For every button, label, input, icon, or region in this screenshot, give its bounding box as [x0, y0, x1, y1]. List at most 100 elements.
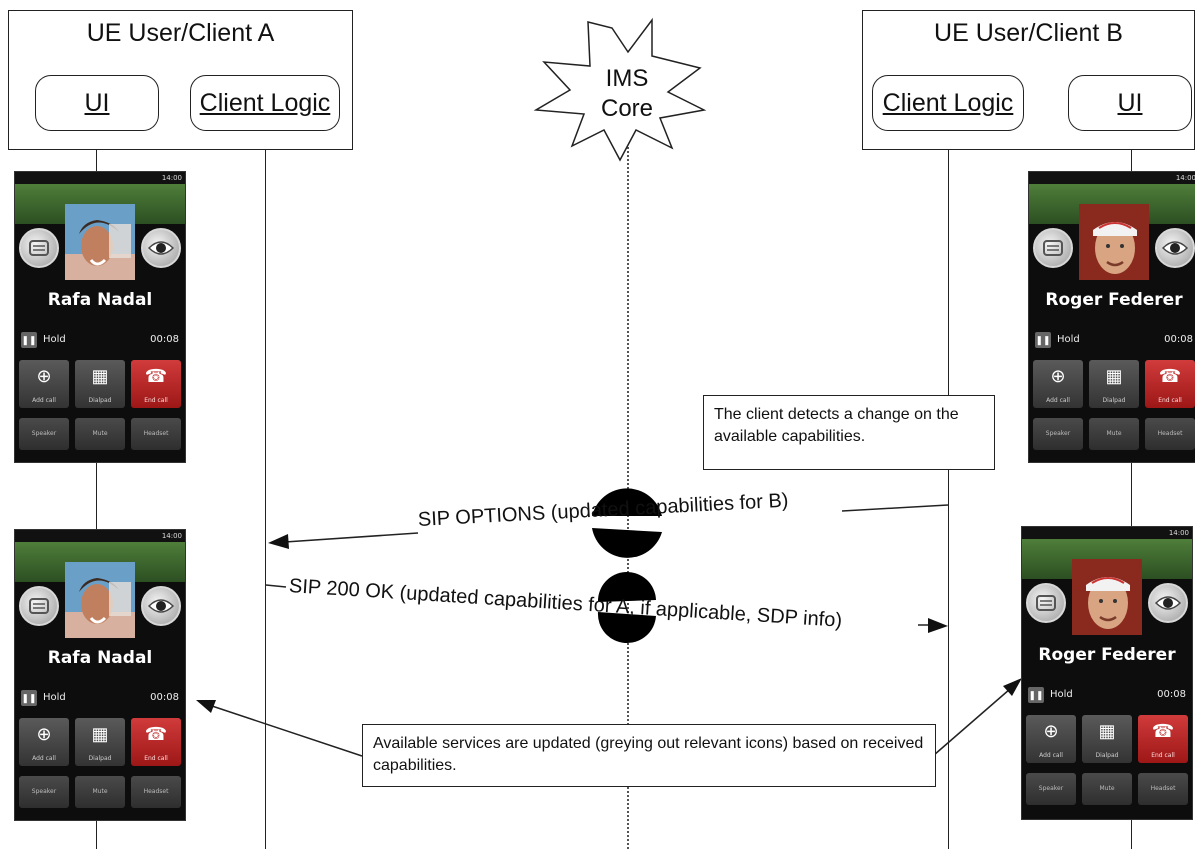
mute-button[interactable]: Mute — [75, 418, 125, 450]
end-call-button[interactable]: ☎ End call — [1145, 360, 1195, 408]
lifeline-logic-a — [265, 130, 266, 849]
ims-core-line1: IMS — [605, 65, 649, 92]
pause-icon[interactable]: ❚❚ — [21, 332, 37, 348]
plus-icon: ⊕ — [36, 366, 52, 386]
dialpad-label: Dialpad — [1095, 752, 1119, 759]
hold-row: ❚❚ Hold 00:08 — [15, 688, 185, 710]
video-icon[interactable] — [19, 586, 59, 626]
plus-icon: ⊕ — [36, 724, 52, 744]
contact-photo — [65, 204, 135, 280]
video-icon[interactable] — [1033, 228, 1073, 268]
headset-button[interactable]: Headset — [131, 418, 181, 450]
dialpad-button[interactable]: ▦ Dialpad — [1089, 360, 1139, 408]
call-timer: 00:08 — [150, 334, 179, 345]
pause-icon[interactable]: ❚❚ — [21, 690, 37, 706]
hangup-icon: ☎ — [1158, 366, 1182, 386]
lifeline-ui-b — [1131, 130, 1132, 849]
add-call-button[interactable]: ⊕ Add call — [19, 360, 69, 408]
add-call-button[interactable]: ⊕ Add call — [1033, 360, 1083, 408]
client-b-ui: UI — [1068, 75, 1192, 131]
speaker-button[interactable]: Speaker — [19, 776, 69, 808]
add-call-label: Add call — [1039, 752, 1063, 759]
pause-icon[interactable]: ❚❚ — [1035, 332, 1051, 348]
status-bar: 14:00 — [15, 172, 185, 184]
mute-button[interactable]: Mute — [1082, 773, 1132, 805]
eye-icon[interactable] — [1155, 228, 1195, 268]
contact-name: Rafa Nadal — [47, 648, 153, 668]
call-timer: 00:08 — [1164, 334, 1193, 345]
end-call-label: End call — [1151, 752, 1175, 759]
dialpad-icon: ▦ — [1098, 721, 1116, 741]
headset-button[interactable]: Headset — [131, 776, 181, 808]
pause-icon[interactable]: ❚❚ — [1028, 687, 1044, 703]
mute-button[interactable]: Mute — [1089, 418, 1139, 450]
hold-row: ❚❚ Hold 00:08 — [15, 330, 185, 352]
contact-name: Rafa Nadal — [47, 290, 153, 310]
dialpad-label: Dialpad — [88, 397, 112, 404]
msg-options-label: SIP OPTIONS (updated capabilities for B) — [417, 489, 789, 531]
dialpad-icon: ▦ — [91, 366, 109, 386]
client-b-title: UE User/Client B — [934, 19, 1123, 47]
phone-b-top: 14:00 Roger Federer ❚❚ Hold 00:08 ⊕ Add … — [1029, 172, 1195, 462]
contact-photo — [65, 562, 135, 638]
speaker-button[interactable]: Speaker — [1026, 773, 1076, 805]
end-call-label: End call — [144, 755, 168, 762]
dialpad-label: Dialpad — [1102, 397, 1126, 404]
add-call-label: Add call — [1046, 397, 1070, 404]
mute-button[interactable]: Mute — [75, 776, 125, 808]
ims-core-label: IMS Core — [582, 64, 672, 124]
contact-name: Roger Federer — [1045, 290, 1183, 310]
add-call-button[interactable]: ⊕ Add call — [19, 718, 69, 766]
hold-label: Hold — [43, 334, 66, 345]
ims-core-line2: Core — [600, 95, 654, 122]
speaker-button[interactable]: Speaker — [1033, 418, 1083, 450]
contact-photo — [1072, 559, 1142, 635]
status-bar: 14:00 — [15, 530, 185, 542]
hold-label: Hold — [1050, 689, 1073, 700]
msg-ok-label: SIP 200 OK (updated capabilities for A, … — [288, 575, 843, 632]
lifeline-logic-b — [948, 130, 949, 849]
dialpad-button[interactable]: ▦ Dialpad — [75, 360, 125, 408]
eye-icon[interactable] — [141, 228, 181, 268]
plus-icon: ⊕ — [1043, 721, 1059, 741]
video-icon[interactable] — [19, 228, 59, 268]
add-call-label: Add call — [32, 755, 56, 762]
contact-photo — [1079, 204, 1149, 280]
dialpad-icon: ▦ — [91, 724, 109, 744]
add-call-button[interactable]: ⊕ Add call — [1026, 715, 1076, 763]
phone-a-top: 14:00 Rafa Nadal ❚❚ Hold 00:08 ⊕ Add cal… — [15, 172, 185, 462]
phone-a-bottom: 14:00 Rafa Nadal ❚❚ Hold 00:08 ⊕ Add cal… — [15, 530, 185, 820]
client-a-title: UE User/Client A — [86, 19, 275, 47]
hangup-icon: ☎ — [1151, 721, 1175, 741]
status-bar: 14:00 — [1029, 172, 1195, 184]
client-a-ui: UI — [35, 75, 159, 131]
hold-row: ❚❚ Hold 00:08 — [1029, 330, 1195, 352]
plus-icon: ⊕ — [1050, 366, 1066, 386]
dialpad-button[interactable]: ▦ Dialpad — [1082, 715, 1132, 763]
hangup-icon: ☎ — [144, 366, 168, 386]
dialpad-button[interactable]: ▦ Dialpad — [75, 718, 125, 766]
hold-label: Hold — [43, 692, 66, 703]
end-call-label: End call — [144, 397, 168, 404]
phone-b-bottom: 14:00 Roger Federer ❚❚ Hold 00:08 ⊕ Add … — [1022, 527, 1192, 819]
hold-row: ❚❚ Hold 00:08 — [1022, 685, 1192, 707]
hangup-icon: ☎ — [144, 724, 168, 744]
call-timer: 00:08 — [150, 692, 179, 703]
hold-label: Hold — [1057, 334, 1080, 345]
headset-button[interactable]: Headset — [1138, 773, 1188, 805]
eye-icon[interactable] — [141, 586, 181, 626]
note-services-updated: Available services are updated (greying … — [362, 724, 936, 787]
contact-name: Roger Federer — [1038, 645, 1176, 665]
speaker-button[interactable]: Speaker — [19, 418, 69, 450]
end-call-label: End call — [1158, 397, 1182, 404]
eye-icon[interactable] — [1148, 583, 1188, 623]
end-call-button[interactable]: ☎ End call — [131, 360, 181, 408]
headset-button[interactable]: Headset — [1145, 418, 1195, 450]
video-icon[interactable] — [1026, 583, 1066, 623]
end-call-button[interactable]: ☎ End call — [1138, 715, 1188, 763]
status-bar: 14:00 — [1022, 527, 1192, 539]
lifeline-ui-a — [96, 130, 97, 849]
client-a-logic: Client Logic — [190, 75, 340, 131]
end-call-button[interactable]: ☎ End call — [131, 718, 181, 766]
dialpad-label: Dialpad — [88, 755, 112, 762]
